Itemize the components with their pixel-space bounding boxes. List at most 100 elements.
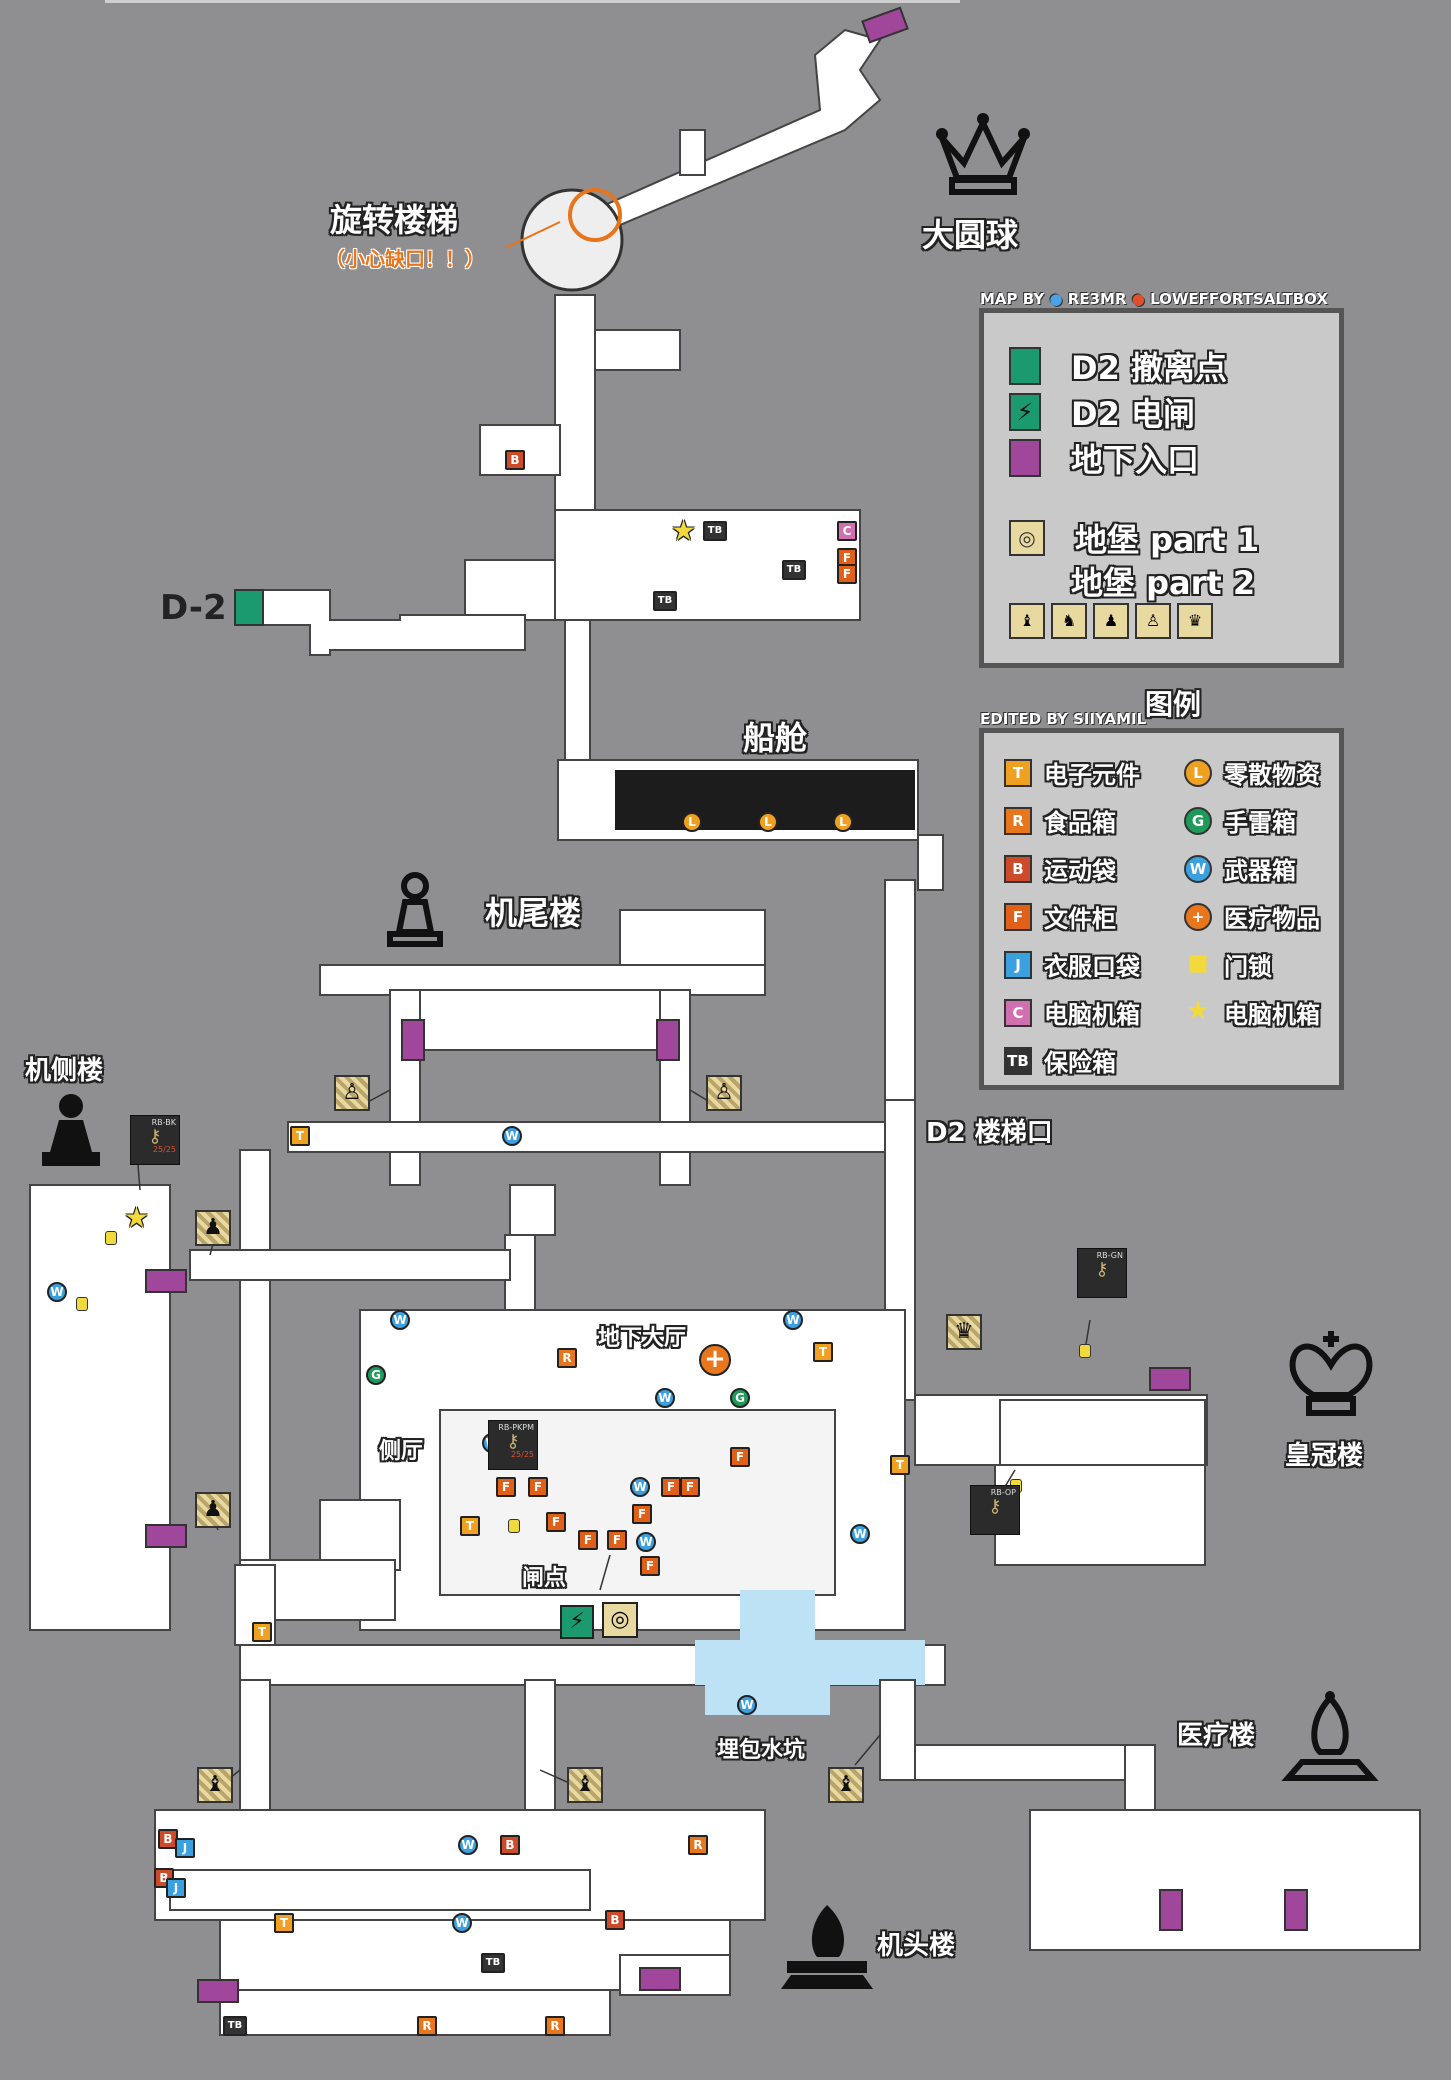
bunker-icon[interactable]: ♝ <box>197 1767 233 1803</box>
marker-safe[interactable]: TB <box>653 591 677 611</box>
marker-safe[interactable]: TB <box>481 1953 505 1973</box>
underground-hall-label: 地下大厅 <box>598 1326 687 1351</box>
legend-bunker-icons: ♝ ♞ ♟ ♙ ♛ <box>1009 603 1213 639</box>
marker-loose[interactable]: L <box>833 812 853 832</box>
marker-tech[interactable]: T <box>290 1126 310 1146</box>
legend-item-label: 文件柜 <box>1044 905 1116 933</box>
marker-tech[interactable]: T <box>813 1342 833 1362</box>
key-card[interactable]: RB-PKPM⚷25/25 <box>488 1420 538 1470</box>
marker-clothes[interactable]: J <box>175 1838 195 1858</box>
bunker-icon[interactable]: ◎ <box>602 1602 638 1638</box>
underground-entrance <box>639 1967 681 1991</box>
marker-weapon[interactable]: W <box>737 1695 757 1715</box>
d2-extract-marker <box>234 589 264 626</box>
d2-corridor <box>234 589 526 656</box>
marker-file[interactable]: F <box>661 1477 681 1497</box>
marker-computer[interactable]: C <box>837 521 857 541</box>
lock-icon <box>76 1297 88 1311</box>
star-icon[interactable]: ★ <box>671 514 697 547</box>
marker-bag[interactable]: B <box>605 1910 625 1930</box>
marker-loose[interactable]: L <box>682 812 702 832</box>
marker-file[interactable]: F <box>607 1530 627 1550</box>
extract-legend-label: D2 撤离点 <box>1071 349 1227 387</box>
marker-safe[interactable]: TB <box>223 2016 247 2036</box>
legend-title: 图例 <box>1145 688 1202 721</box>
marker-weapon[interactable]: W <box>458 1835 478 1855</box>
marker-weapon[interactable]: W <box>452 1913 472 1933</box>
marker-safe[interactable]: TB <box>703 521 727 541</box>
lock-icon <box>1079 1344 1091 1358</box>
underground-entrance <box>1149 1367 1191 1391</box>
twitter-icon: ● <box>1049 290 1063 308</box>
side-building-block <box>29 1184 171 1631</box>
legend-glyph: G <box>1184 806 1212 835</box>
key-card[interactable]: RB-OP⚷ <box>970 1485 1020 1535</box>
marker-file[interactable]: F <box>730 1447 750 1467</box>
key-card[interactable]: RB-BK⚷25/25 <box>130 1115 180 1165</box>
legend-item-label: 运动袋 <box>1044 857 1116 885</box>
reddit-icon: ● <box>1131 290 1145 308</box>
author1-text: RE3MR <box>1067 290 1127 308</box>
marker-weapon[interactable]: W <box>47 1282 67 1302</box>
marker-clothes[interactable]: J <box>166 1878 186 1898</box>
marker-weapon[interactable]: W <box>630 1477 650 1497</box>
gate-point-label: 闸点 <box>522 1566 567 1591</box>
crown-piece-icon <box>936 113 1030 195</box>
marker-weapon[interactable]: W <box>636 1532 656 1552</box>
marker-file[interactable]: F <box>496 1477 516 1497</box>
marker-weapon[interactable]: W <box>850 1524 870 1544</box>
legend-glyph: TB <box>1004 1046 1032 1075</box>
bunker-icon[interactable]: ♝ <box>567 1767 603 1803</box>
marker-file[interactable]: F <box>837 564 857 584</box>
marker-tech[interactable]: T <box>274 1913 294 1933</box>
marker-safe[interactable]: TB <box>782 560 806 580</box>
legend-item: +医疗物品 <box>1184 899 1320 934</box>
star-icon[interactable]: ★ <box>124 1201 150 1234</box>
marker-grenade[interactable]: G <box>366 1365 386 1385</box>
marker-food[interactable]: R <box>688 1835 708 1855</box>
lightning-icon[interactable]: ⚡ <box>560 1605 594 1639</box>
bunker-icon[interactable]: ♙ <box>334 1075 370 1111</box>
marker-weapon[interactable]: W <box>502 1126 522 1146</box>
marker-tech[interactable]: T <box>460 1516 480 1536</box>
bunker-icon[interactable]: ♙ <box>706 1075 742 1111</box>
marker-loose[interactable]: L <box>758 812 778 832</box>
underground-entrance <box>1159 1889 1183 1931</box>
marker-food[interactable]: R <box>545 2016 565 2036</box>
marker-weapon[interactable]: W <box>390 1310 410 1330</box>
legend-item: ★电脑机箱 <box>1184 995 1320 1030</box>
marker-file[interactable]: F <box>680 1477 700 1497</box>
marker-tech[interactable]: T <box>252 1622 272 1642</box>
marker-file[interactable]: F <box>528 1477 548 1497</box>
marker-weapon[interactable]: W <box>783 1310 803 1330</box>
marker-food[interactable]: R <box>557 1348 577 1368</box>
bunker-icon[interactable]: ♟ <box>195 1210 231 1246</box>
east-corridor-upper <box>884 879 916 1106</box>
bunker-icon[interactable]: ♝ <box>828 1767 864 1803</box>
marker-file[interactable]: F <box>578 1530 598 1550</box>
entrance-swatch <box>1009 439 1041 477</box>
marker-grenade[interactable]: G <box>730 1388 750 1408</box>
legend-item-label: 武器箱 <box>1224 857 1296 885</box>
marker-bag[interactable]: B <box>500 1835 520 1855</box>
marker-file[interactable]: F <box>632 1504 652 1524</box>
key-card[interactable]: RB-GN⚷ <box>1077 1248 1127 1298</box>
lock-icon <box>508 1519 520 1533</box>
marker-bag[interactable]: B <box>505 450 525 470</box>
marker-tech[interactable]: T <box>890 1455 910 1475</box>
marker-file[interactable]: F <box>546 1512 566 1532</box>
legend-top-panel: D2 撤离点 ⚡ D2 电闸 地下入口 ◎ 地堡 part 1 地堡 part … <box>979 308 1344 668</box>
side-building-label: 机侧楼 <box>25 1056 104 1086</box>
medical-item-icon[interactable]: + <box>699 1344 731 1376</box>
underground-entrance <box>145 1269 187 1293</box>
marker-weapon[interactable]: W <box>655 1388 675 1408</box>
bunker-icon[interactable]: ♟ <box>195 1492 231 1528</box>
legend-item-label: 衣服口袋 <box>1044 953 1140 981</box>
marker-file[interactable]: F <box>640 1556 660 1576</box>
bunker-icon[interactable]: ♛ <box>946 1314 982 1350</box>
marker-food[interactable]: R <box>417 2016 437 2036</box>
spiral-warning-label: （小心缺口！！） <box>325 247 485 271</box>
